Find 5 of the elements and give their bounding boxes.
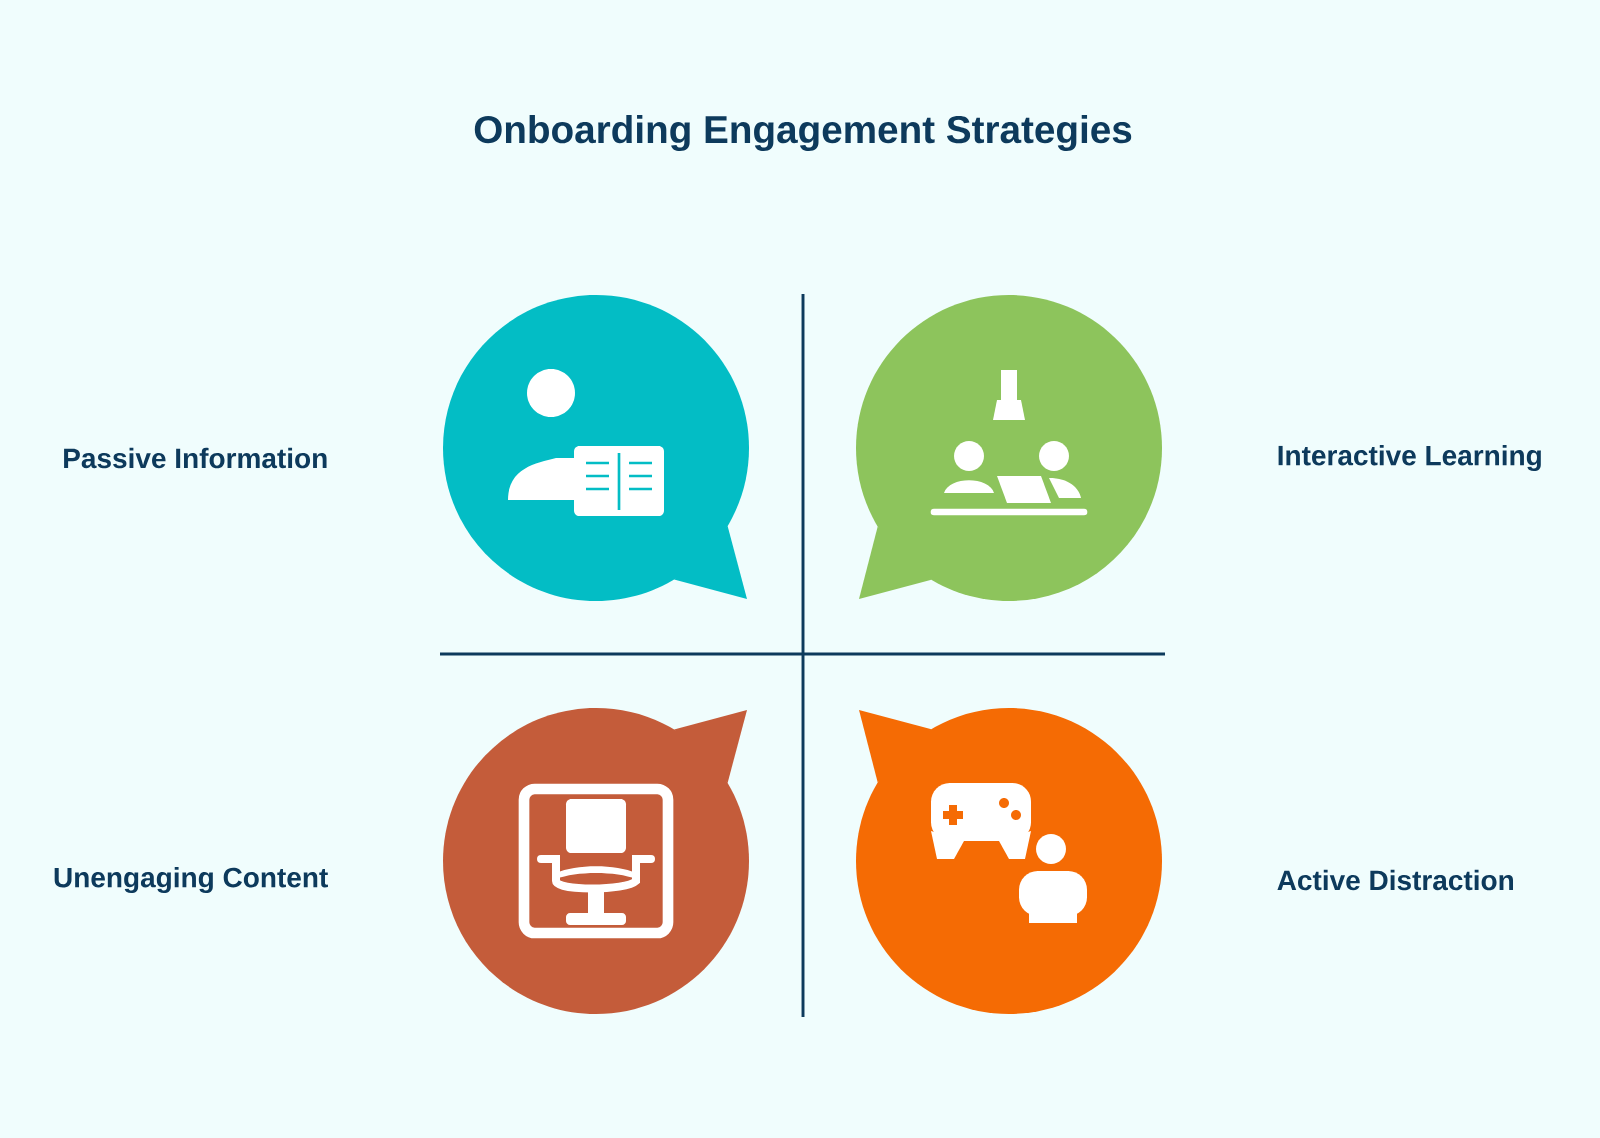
quadrant-label: Passive Information: [64, 447, 327, 469]
quadrant-label: Unengaging Content: [54, 866, 328, 894]
title: Onboarding Engagement Strategies: [474, 114, 1132, 152]
quadrant-label: Interactive Learning: [1278, 444, 1541, 472]
quadrant-label: Active Distraction: [1277, 869, 1513, 891]
